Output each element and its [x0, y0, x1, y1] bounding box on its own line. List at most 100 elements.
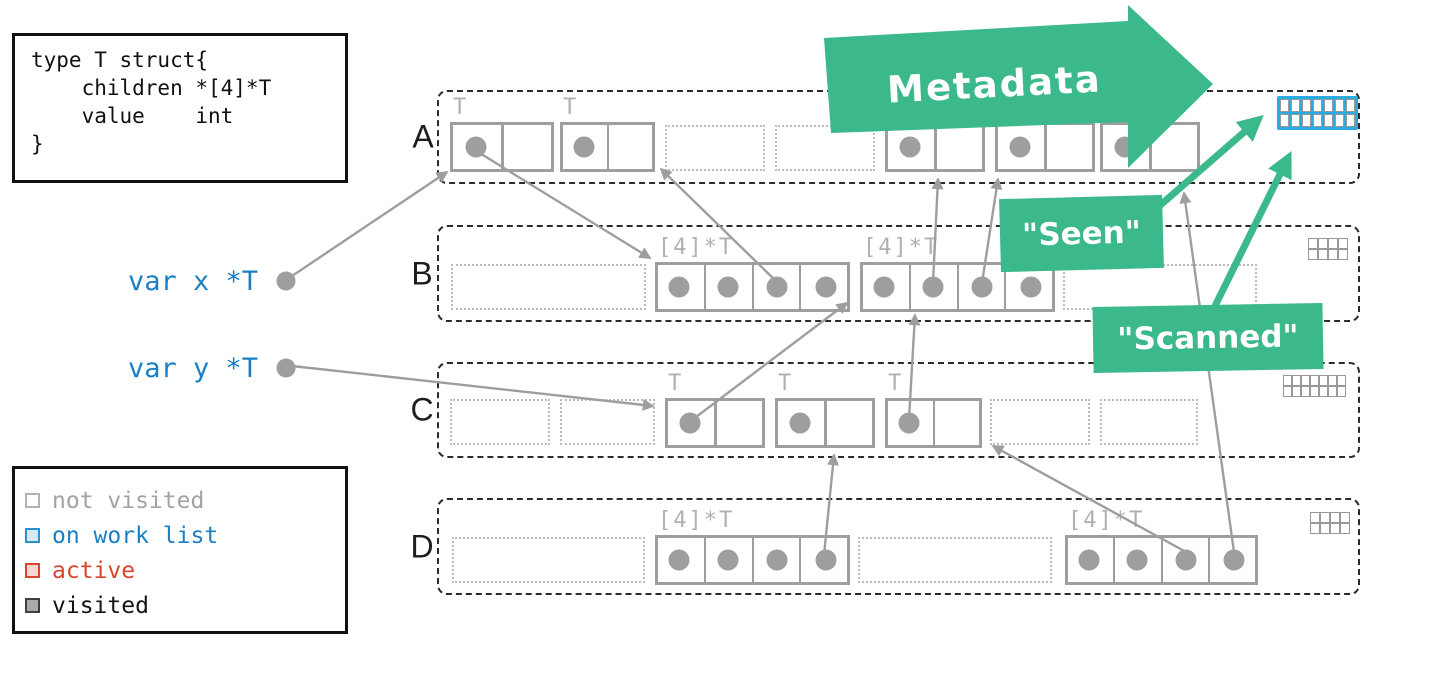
- pointer-dot: [1020, 276, 1042, 298]
- type-label: T: [668, 371, 684, 396]
- visited-swatch: [25, 598, 40, 613]
- array-cell: [754, 265, 802, 309]
- cell-divider: [1149, 125, 1152, 169]
- metadata-bit-cell: [1291, 99, 1300, 112]
- metadata-grid-C: [1283, 375, 1346, 397]
- pointer-dot: [679, 412, 701, 434]
- metadata-bit-cell: [1328, 238, 1338, 249]
- metadata-bit-cell: [1346, 99, 1355, 112]
- on-work-list-swatch: [25, 528, 40, 543]
- legend-label: visited: [52, 592, 149, 619]
- metadata-bit-cell: [1337, 375, 1346, 386]
- pointer-dot: [815, 276, 837, 298]
- free-slot: [1063, 264, 1257, 310]
- free-slot: [1100, 399, 1198, 445]
- pointer-dot: [717, 549, 739, 571]
- metadata-bit-cell: [1308, 249, 1318, 260]
- legend: not visited on work list active visited: [12, 466, 348, 634]
- array-cell: [658, 265, 706, 309]
- metadata-bit-cell: [1319, 375, 1328, 386]
- legend-label: active: [52, 557, 136, 584]
- metadata-bit-cell: [1328, 386, 1337, 397]
- metadata-bit-cell: [1292, 386, 1301, 397]
- pointer-dot: [1223, 549, 1245, 571]
- type-label: [4]*T: [658, 235, 735, 260]
- legend-label: on work list: [52, 522, 219, 549]
- scanned-annotation: "Scanned": [1092, 302, 1324, 374]
- type-label: T: [888, 371, 904, 396]
- metadata-bit-cell: [1313, 114, 1322, 127]
- metadata-bit-cell: [1328, 375, 1337, 386]
- type-label: T: [888, 95, 904, 120]
- type-label: T: [998, 95, 1014, 120]
- cell-divider: [501, 125, 504, 169]
- pointer-dot: [873, 276, 895, 298]
- pointer-dot: [922, 276, 944, 298]
- legend-item-active: active: [25, 553, 345, 588]
- row-label-C: C: [410, 391, 434, 428]
- metadata-bit-cell: [1283, 386, 1292, 397]
- free-slot: [560, 399, 655, 445]
- cell-divider: [932, 401, 935, 445]
- pointer-dot: [971, 276, 993, 298]
- metadata-grid-D: [1310, 512, 1350, 534]
- metadata-grid-B: [1308, 238, 1348, 260]
- legend-item-on-work-list: on work list: [25, 518, 345, 553]
- pointer-dot: [1009, 136, 1031, 158]
- array-cell: [1163, 538, 1210, 582]
- legend-label: not visited: [52, 487, 205, 514]
- cell-divider: [1044, 125, 1047, 169]
- code-line: children *[4]*T: [31, 76, 272, 100]
- free-slot: [451, 264, 646, 310]
- var-pointer-dot: [276, 358, 296, 378]
- pointer-dot: [766, 276, 788, 298]
- pointer-dot: [815, 549, 837, 571]
- metadata-bit-cell: [1328, 249, 1338, 260]
- code-line: type T struct{: [31, 48, 209, 72]
- metadata-bit-cell: [1338, 249, 1348, 260]
- pointer-dot: [1175, 549, 1197, 571]
- metadata-bit-cell: [1320, 523, 1330, 534]
- metadata-bit-cell: [1340, 523, 1350, 534]
- seen-annotation: "Seen": [999, 194, 1164, 273]
- pointer-dot: [1078, 549, 1100, 571]
- pointer-dot: [1126, 549, 1148, 571]
- heap-row-C-region: [437, 362, 1360, 458]
- pointer-dot: [1114, 136, 1136, 158]
- pointer-dot: [898, 412, 920, 434]
- cell-divider: [824, 401, 827, 445]
- pointer-dot: [717, 276, 739, 298]
- type-label: [4]*T: [1068, 508, 1145, 533]
- legend-item-visited: visited: [25, 588, 345, 623]
- seen-label: "Seen": [1021, 213, 1142, 254]
- type-label: T: [778, 371, 794, 396]
- var-pointer-dot: [276, 271, 296, 291]
- legend-item-not-visited: not visited: [25, 483, 345, 518]
- array-cell: [959, 265, 1007, 309]
- metadata-bit-cell: [1319, 386, 1328, 397]
- metadata-bit-cell: [1324, 99, 1333, 112]
- scanned-label: "Scanned": [1117, 318, 1299, 358]
- pointer-dot: [789, 412, 811, 434]
- metadata-bit-cell: [1280, 114, 1289, 127]
- free-slot: [452, 537, 645, 583]
- free-slot: [858, 537, 1052, 583]
- pointer-dot: [766, 549, 788, 571]
- metadata-bit-cell: [1346, 114, 1355, 127]
- array-cell: [1115, 538, 1163, 582]
- cell-divider: [934, 125, 937, 169]
- array-cell: [754, 538, 802, 582]
- code-line: }: [31, 132, 44, 156]
- metadata-bit-cell: [1340, 512, 1350, 523]
- metadata-bit-cell: [1318, 249, 1328, 260]
- free-slot: [450, 399, 550, 445]
- metadata-bit-cell: [1335, 99, 1344, 112]
- metadata-bit-cell: [1310, 375, 1319, 386]
- pointer-dot: [899, 136, 921, 158]
- array-cell: [863, 265, 911, 309]
- metadata-bit-cell: [1283, 375, 1292, 386]
- metadata-bit-cell: [1301, 375, 1310, 386]
- type-label: T: [453, 95, 469, 120]
- code-line: value int: [31, 104, 234, 128]
